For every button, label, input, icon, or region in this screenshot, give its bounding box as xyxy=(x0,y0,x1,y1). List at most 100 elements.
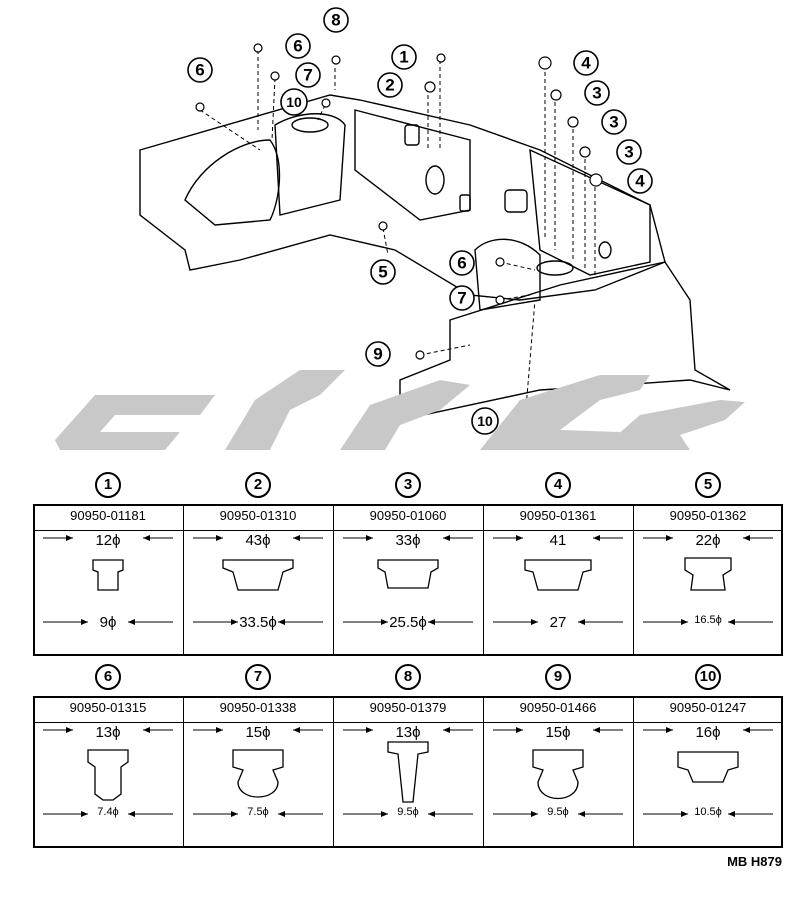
part-cell-5: 5 90950-01362 22ϕ 16.5ϕ xyxy=(633,470,783,650)
callout-text-5: 5 xyxy=(378,263,387,282)
part-cell-8: 8 90950-01379 13ϕ 9.5ϕ xyxy=(333,662,483,842)
callout-text-3b: 3 xyxy=(609,113,618,132)
right-inner-panel xyxy=(529,148,651,276)
figure-code: MB H879 xyxy=(727,854,782,869)
callout-7a xyxy=(295,62,321,88)
bottom-dimension: 9.5ϕ xyxy=(397,806,419,818)
clip-cross-section xyxy=(643,727,773,817)
part-index: 6 xyxy=(95,664,121,690)
callout-9 xyxy=(365,341,391,367)
parts-table-frame xyxy=(33,696,783,848)
part-number: 90950-01060 xyxy=(369,508,447,523)
clip-cross-section xyxy=(43,727,173,817)
part-index: 5 xyxy=(695,472,721,498)
part-number: 90950-01362 xyxy=(669,508,747,523)
part-number: 90950-01247 xyxy=(669,700,747,715)
part-index: 7 xyxy=(245,664,271,690)
bottom-dimension: 27 xyxy=(549,614,567,631)
top-dimension: 22ϕ xyxy=(695,532,721,549)
part-index: 8 xyxy=(395,664,421,690)
bottom-dimension: 16.5ϕ xyxy=(694,614,722,626)
clip-cross-section xyxy=(343,535,473,625)
part-index: 10 xyxy=(695,664,721,690)
callout-7b xyxy=(449,285,475,311)
callout-4b xyxy=(627,168,653,194)
clip-cross-section xyxy=(193,535,323,625)
part-number: 90950-01338 xyxy=(219,700,297,715)
callout-8 xyxy=(323,7,349,33)
right-wheel-arch xyxy=(474,238,541,311)
top-dimension: 41 xyxy=(549,532,567,549)
callout-10a xyxy=(280,88,308,116)
top-dimension: 12ϕ xyxy=(95,532,121,549)
bottom-dimension: 7.4ϕ xyxy=(97,806,119,818)
callout-5 xyxy=(370,259,396,285)
bottom-dimension: 9ϕ xyxy=(99,614,117,631)
rear-floor-outline xyxy=(139,94,666,301)
top-dimension: 43ϕ xyxy=(245,532,271,549)
callout-text-1: 1 xyxy=(399,48,408,67)
callout-text-8: 8 xyxy=(331,11,340,30)
callout-text-6b: 6 xyxy=(293,37,302,56)
callout-labels xyxy=(187,7,653,435)
top-dimension: 15ϕ xyxy=(245,724,271,741)
callout-text-10b: 10 xyxy=(477,413,493,429)
part-index: 9 xyxy=(545,664,571,690)
callout-text-4a: 4 xyxy=(581,54,591,73)
callout-text-3a: 3 xyxy=(592,84,601,103)
right-rail xyxy=(399,261,731,421)
callout-text-2: 2 xyxy=(385,76,394,95)
parts-table-bottom: 6 90950-01315 13ϕ 7.4ϕ 7 90950-01338 xyxy=(33,662,783,848)
clip-cross-section xyxy=(493,727,623,817)
callout-10b xyxy=(471,407,499,435)
clip-cross-section xyxy=(493,535,623,625)
callout-6c xyxy=(449,250,475,276)
callout-text-3c: 3 xyxy=(624,143,633,162)
parts-table-frame xyxy=(33,504,783,656)
bottom-dimension: 33.5ϕ xyxy=(239,614,277,631)
part-index: 4 xyxy=(545,472,571,498)
clip-cross-section xyxy=(643,535,773,625)
right-shock-top xyxy=(536,260,574,276)
floor-pan-illustration: 6 6 7 8 10 1 2 4 3 3 3 4 5 6 7 9 10 xyxy=(139,7,731,435)
callout-6b xyxy=(285,33,311,59)
part-number: 90950-01315 xyxy=(69,700,147,715)
part-number: 90950-01379 xyxy=(369,700,447,715)
top-dimension: 15ϕ xyxy=(545,724,571,741)
callout-text-6a: 6 xyxy=(195,61,204,80)
callout-text-9: 9 xyxy=(373,345,382,364)
top-dimension: 13ϕ xyxy=(395,724,421,741)
callout-1 xyxy=(391,44,417,70)
top-dimension: 13ϕ xyxy=(95,724,121,741)
bottom-dimension: 7.5ϕ xyxy=(247,806,269,818)
part-cell-6: 6 90950-01315 13ϕ 7.4ϕ xyxy=(33,662,183,842)
top-dimension: 16ϕ xyxy=(695,724,721,741)
left-wheel-arch xyxy=(184,139,281,226)
shock-tower-top xyxy=(291,117,329,133)
callout-4a xyxy=(573,50,599,76)
part-cell-7: 7 90950-01338 15ϕ 7.5ϕ xyxy=(183,662,333,842)
shock-tower xyxy=(274,113,346,216)
clip-cross-section xyxy=(193,727,323,817)
part-cell-1: 1 90950-01181 12ϕ 9ϕ xyxy=(33,470,183,650)
callout-text-10a: 10 xyxy=(286,94,302,110)
callout-6a xyxy=(187,57,213,83)
callout-3b xyxy=(601,109,627,135)
callout-2 xyxy=(377,72,403,98)
part-number: 90950-01466 xyxy=(519,700,597,715)
top-dimension: 33ϕ xyxy=(395,532,421,549)
callout-3c xyxy=(616,139,642,165)
part-number: 90950-01361 xyxy=(519,508,597,523)
part-number: 90950-01181 xyxy=(70,508,146,523)
callout-3a xyxy=(584,80,610,106)
part-index: 2 xyxy=(245,472,271,498)
clip-cross-section xyxy=(343,727,473,817)
part-index: 1 xyxy=(95,472,121,498)
clip-cross-section xyxy=(43,535,173,625)
watermark-logo xyxy=(55,370,745,450)
